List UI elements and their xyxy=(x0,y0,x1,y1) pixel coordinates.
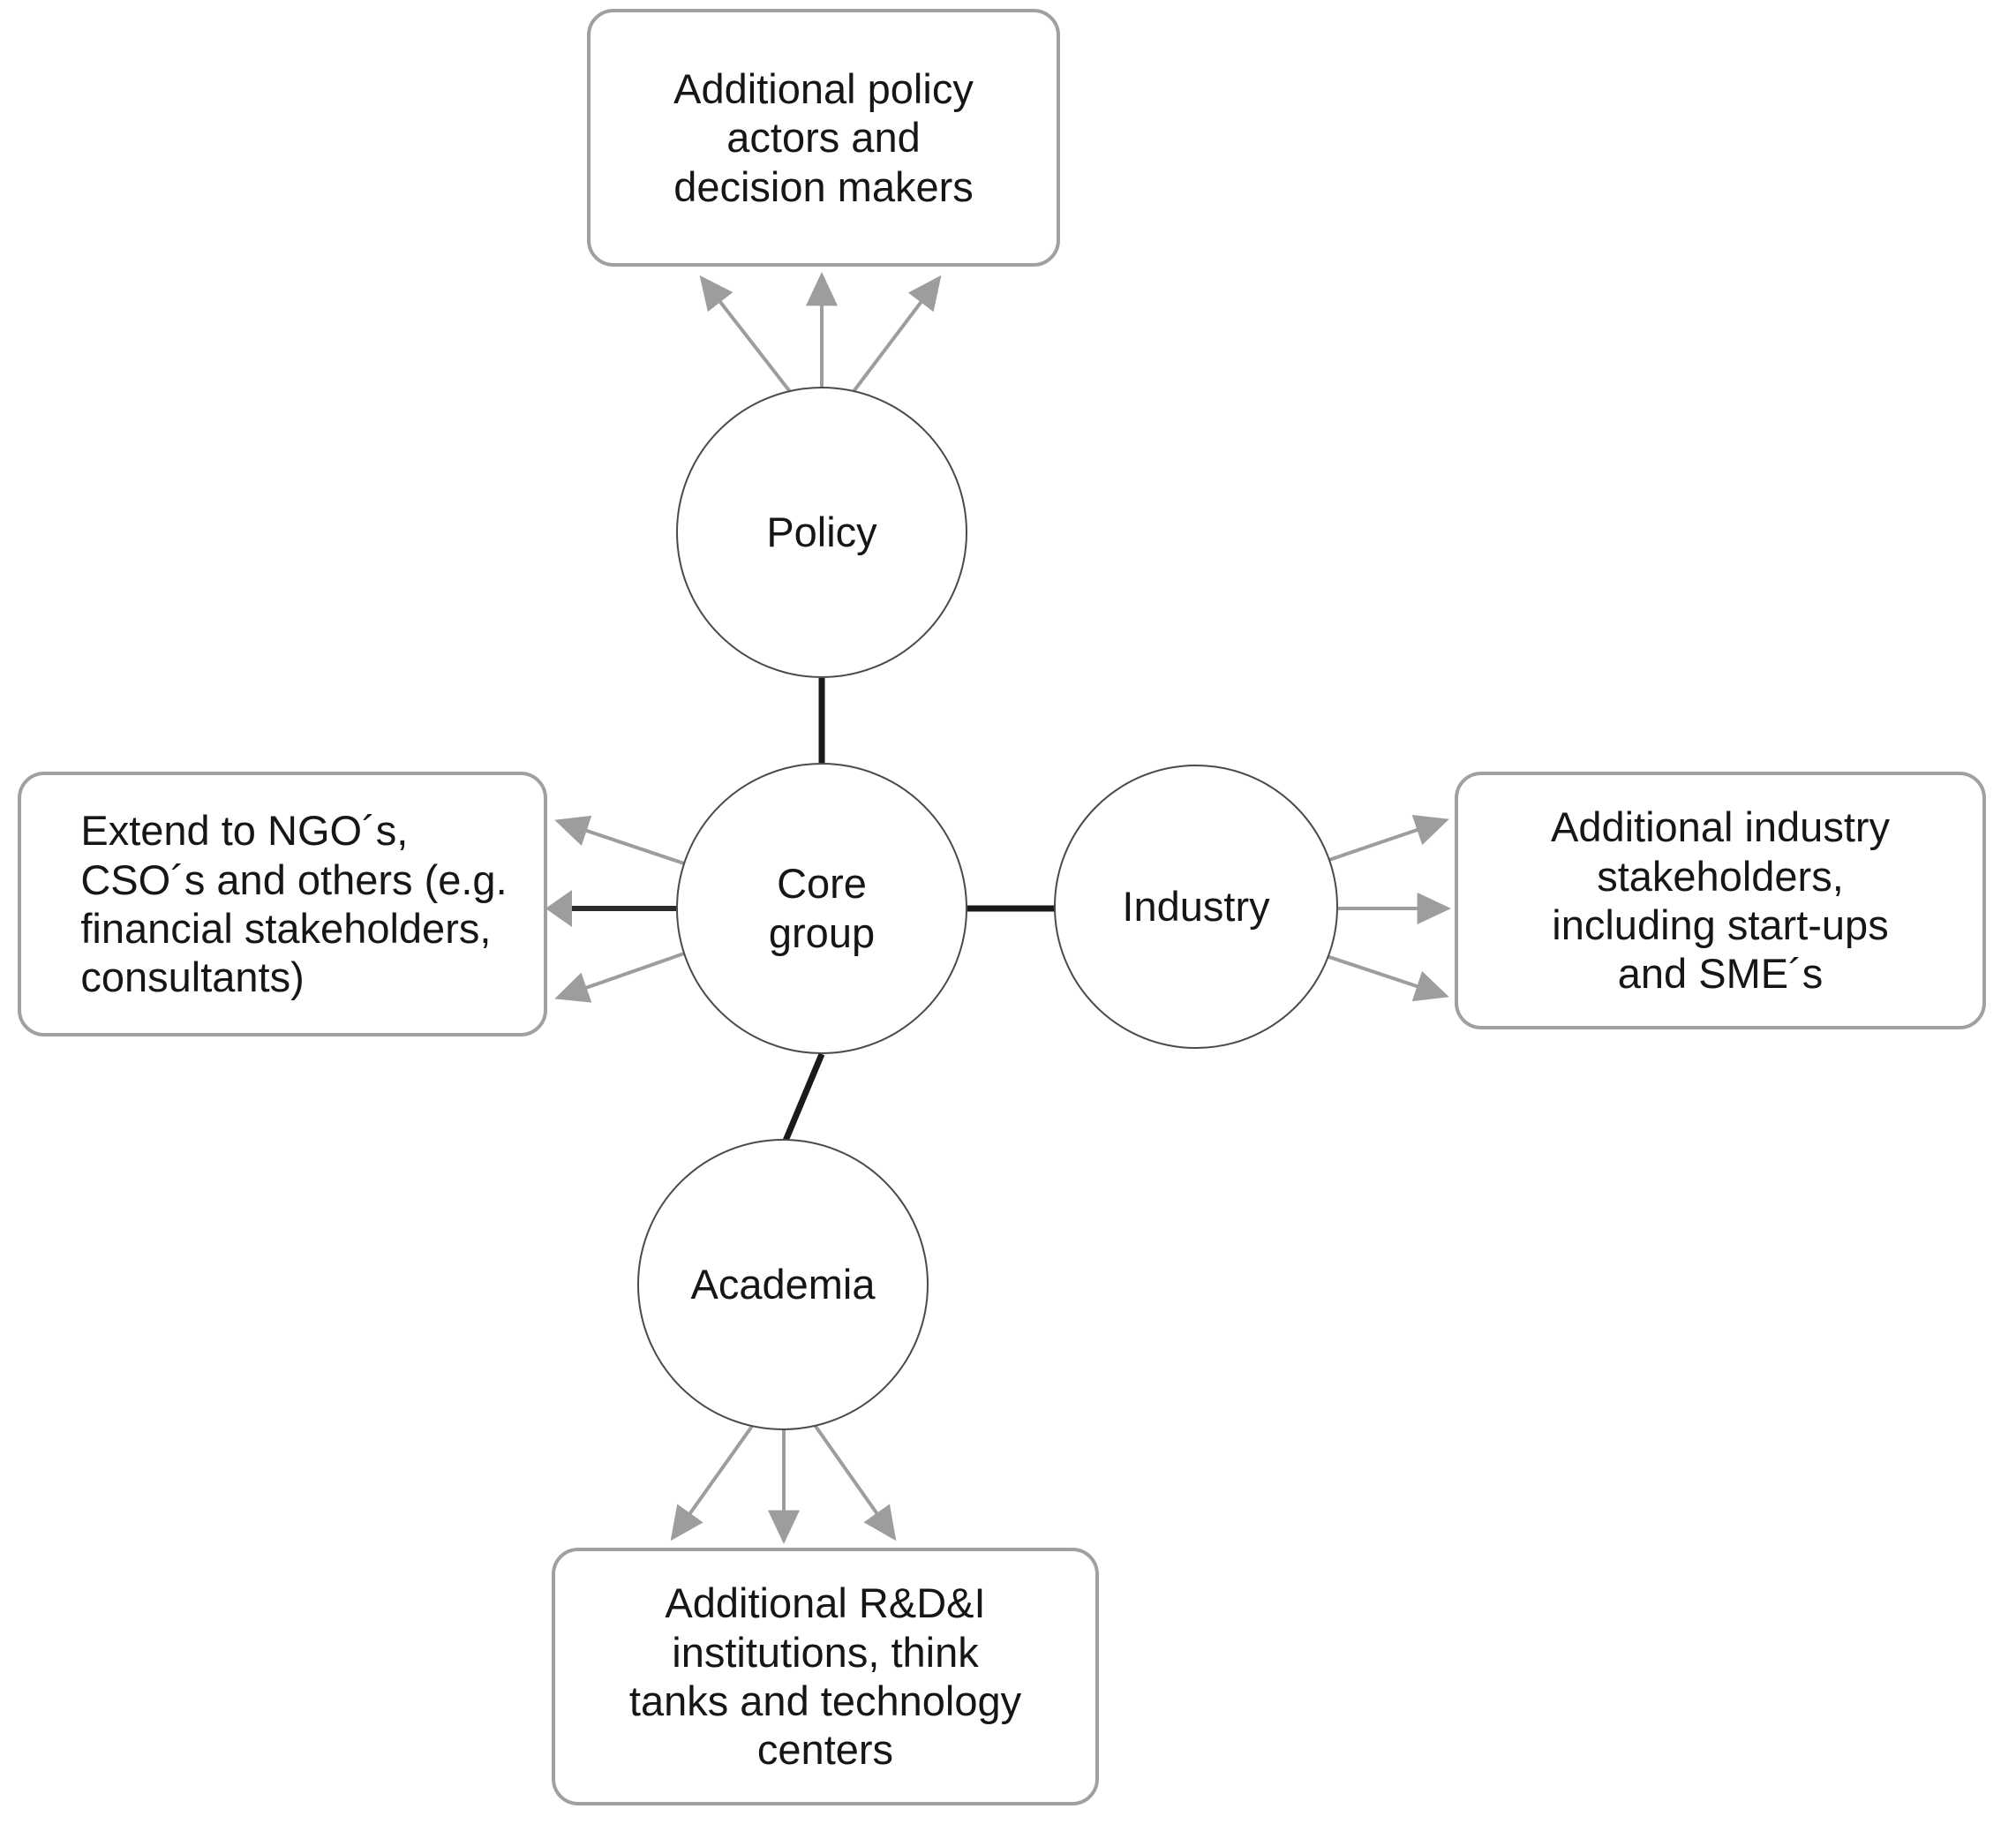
policy-circle[interactable]: Policy xyxy=(676,387,967,678)
other-extension-box[interactable]: Extend to NGO´s, CSO´s and others (e.g. … xyxy=(18,772,547,1036)
industry-circle[interactable]: Industry xyxy=(1054,765,1338,1049)
academia-extension-box[interactable]: Additional R&D&I institutions, think tan… xyxy=(552,1548,1099,1805)
arrow-core-to-other-extension-center xyxy=(545,890,676,927)
policy-extension-label: Additional policy actors and decision ma… xyxy=(673,64,974,210)
policy-extension-box[interactable]: Additional policy actors and decision ma… xyxy=(587,9,1060,267)
policy-circle-label: Policy xyxy=(766,508,877,555)
core-group-circle[interactable]: Core group xyxy=(676,763,967,1054)
academia-circle-label: Academia xyxy=(690,1260,876,1308)
academia-circle[interactable]: Academia xyxy=(637,1139,929,1430)
core-group-circle-label: Core group xyxy=(768,859,876,956)
other-extension-label: Extend to NGO´s, CSO´s and others (e.g. … xyxy=(80,807,508,1001)
arrows-industry-to-extension xyxy=(1318,815,1451,1002)
arrows-academia-to-extension xyxy=(670,1417,897,1544)
arrows-policy-to-extension xyxy=(699,272,942,399)
industry-extension-box[interactable]: Additional industry stakeholders, includ… xyxy=(1455,772,1986,1029)
spoke-core-academia xyxy=(782,1052,825,1142)
industry-circle-label: Industry xyxy=(1122,882,1270,930)
academia-extension-label: Additional R&D&I institutions, think tan… xyxy=(628,1579,1022,1774)
industry-extension-label: Additional industry stakeholders, includ… xyxy=(1550,803,1891,998)
arrows-core-to-other-extension xyxy=(554,815,685,1003)
